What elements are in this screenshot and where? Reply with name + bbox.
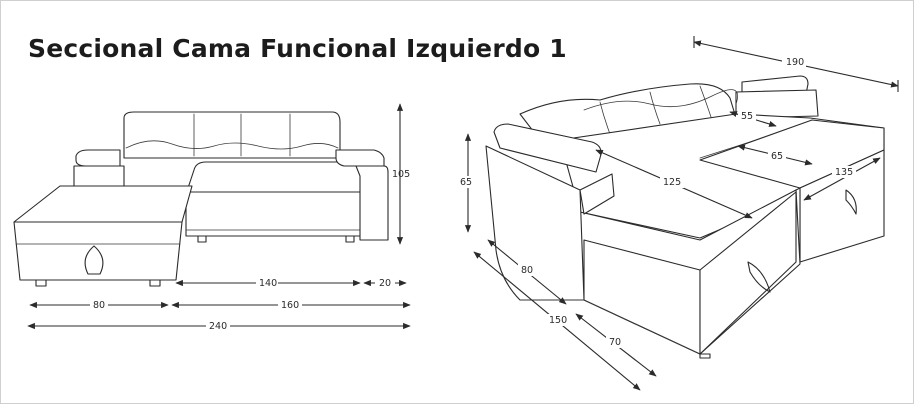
- iso-dimensions: 190 55 65 125 135 65 80 150 70: [458, 36, 899, 391]
- page-title: Seccional Cama Funcional Izquierdo 1: [28, 34, 567, 63]
- dim-label-arm: 20: [379, 278, 391, 289]
- iso-main-handle: [747, 261, 771, 293]
- front-dimensions: 105 140 20 80 160 240: [27, 103, 411, 332]
- front-view-sofa: [13, 111, 389, 287]
- iso-view-sofa: [485, 75, 885, 359]
- iso-back-seam-2: [649, 91, 661, 125]
- dim-label-bed-length: 190: [786, 57, 804, 68]
- dim-label-arm-depth: 70: [609, 337, 621, 348]
- dim-label-front-height: 105: [392, 169, 410, 180]
- front-chaise-handle: [84, 245, 104, 275]
- dim-label-backrest-depth: 55: [741, 111, 753, 122]
- iso-main-right: [699, 191, 797, 355]
- dim-label-sofa-width: 160: [281, 300, 299, 311]
- dim-label-depth: 80: [521, 265, 533, 276]
- iso-back-wave: [583, 89, 738, 111]
- front-backrest: [123, 111, 341, 159]
- dim-label-chaise-width: 80: [93, 300, 105, 311]
- dim-label-iso-height: 65: [460, 177, 472, 188]
- front-foot-1: [35, 279, 47, 287]
- front-chaise-base: [13, 221, 183, 281]
- iso-back-seam-3: [699, 85, 713, 121]
- front-sofa-base: [185, 191, 379, 237]
- dim-label-bed-width: 125: [663, 177, 681, 188]
- front-left-armrest: [75, 149, 121, 167]
- dim-label-gap: 65: [771, 151, 783, 162]
- front-backrest-wave: [125, 140, 339, 150]
- dim-label-seat-width: 140: [259, 278, 277, 289]
- front-right-armrest: [335, 149, 385, 167]
- front-foot-2: [149, 279, 161, 287]
- dim-label-chaise-length: 150: [549, 315, 567, 326]
- front-chaise-top: [13, 185, 193, 223]
- dim-line-ottoman-depth: [803, 157, 881, 201]
- front-right-arm: [355, 165, 389, 241]
- front-foot-3: [197, 235, 207, 243]
- iso-foot: [699, 353, 711, 359]
- dim-label-ottoman-depth: 135: [835, 167, 853, 178]
- iso-headrest-base: [735, 89, 819, 119]
- front-foot-4: [345, 235, 355, 243]
- dim-label-total-width: 240: [209, 321, 227, 332]
